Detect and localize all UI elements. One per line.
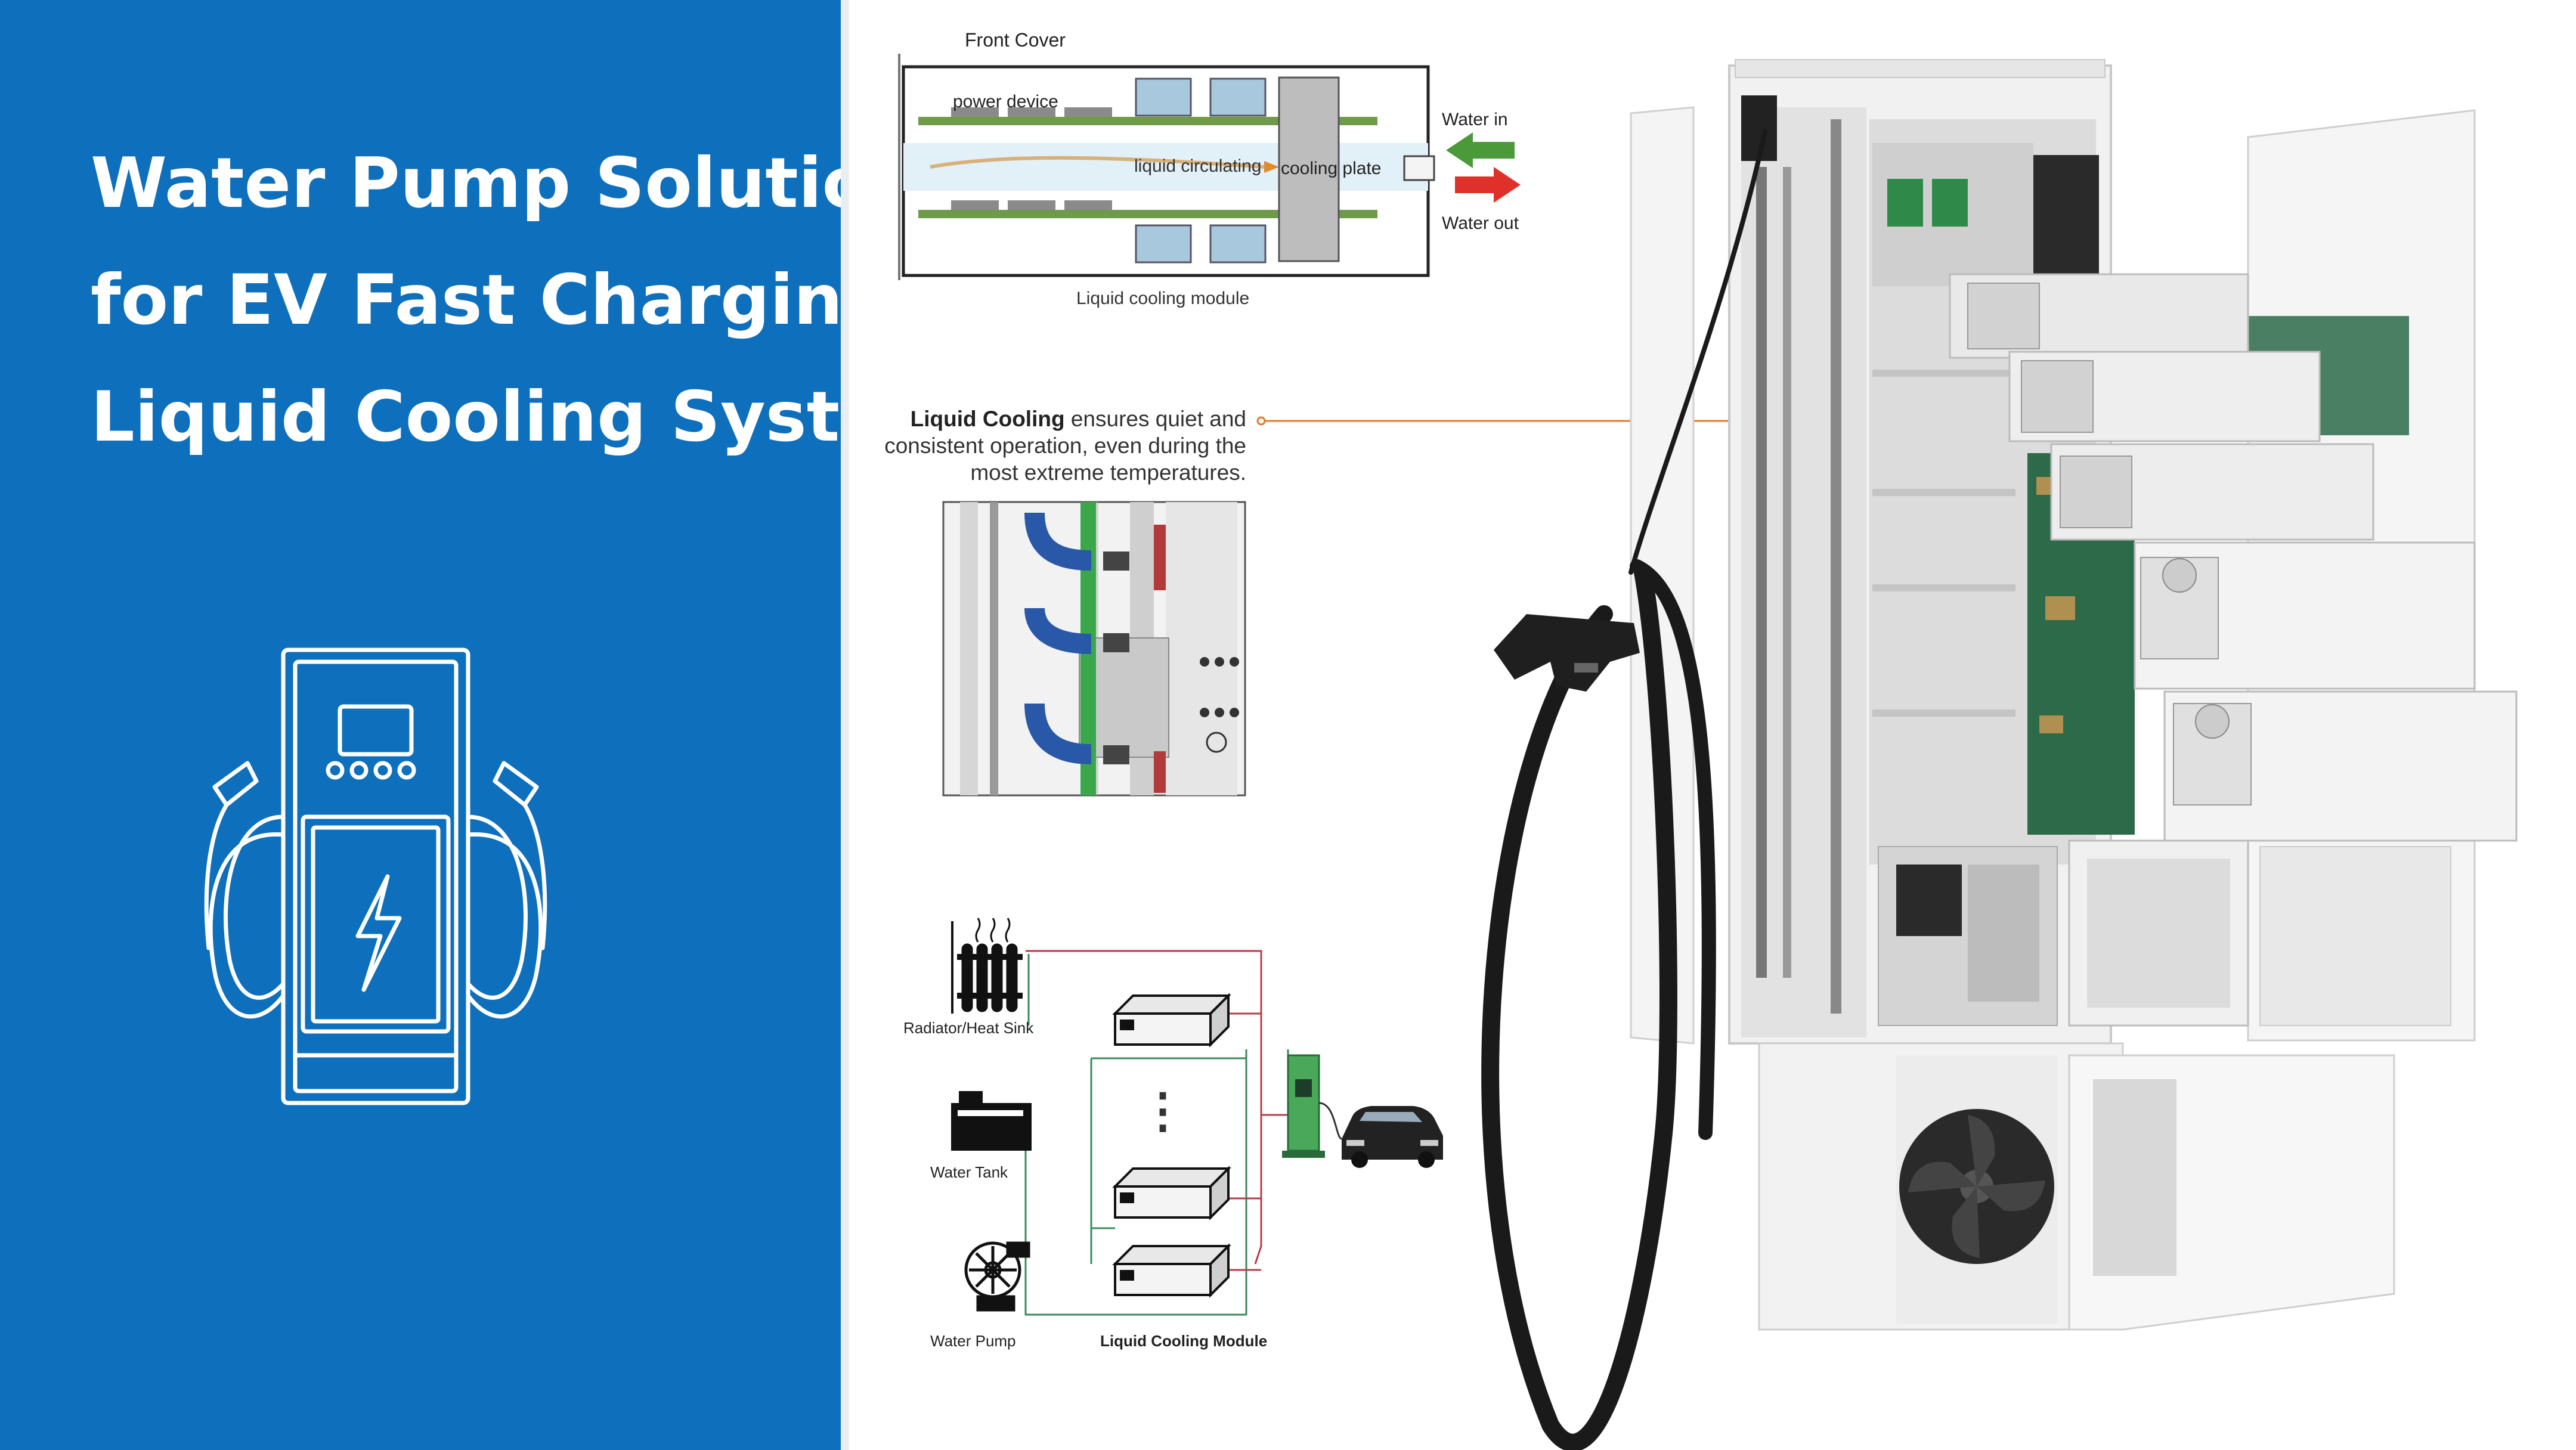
charging-gun-icon: [1494, 614, 1640, 692]
title-line-3: Liquid Cooling System: [91, 377, 959, 457]
power-device-label: power device: [953, 92, 1058, 111]
mini-charger-icon: [1282, 1054, 1342, 1158]
cooling-module-1: [1112, 993, 1231, 1048]
power-module-2: [2008, 351, 2321, 442]
pipe-detail-photo: [942, 501, 1246, 797]
liquid-circulating-label: liquid circulating: [1134, 156, 1261, 176]
module-ellipsis: ⋮: [1139, 1084, 1187, 1137]
charging-cabinet: [1630, 59, 2518, 1331]
charging-cable: [1481, 129, 1767, 1450]
charger-outline-icon: [204, 647, 547, 1105]
water-in-arrow: [1446, 132, 1515, 168]
power-module-3: [2050, 443, 2374, 541]
front-cover-label: Front Cover: [965, 29, 1066, 51]
cooling-module-3: [1112, 1243, 1231, 1298]
title-panel: Water Pump Solution for EV Fast Charging…: [0, 0, 959, 1450]
radiator-label: Radiator/Heat Sink: [903, 1019, 1034, 1037]
callout-bold: Liquid Cooling: [910, 407, 1065, 431]
page-title: Water Pump Solution for EV Fast Charging…: [91, 125, 959, 476]
water-in-label: Water in: [1442, 110, 1508, 129]
radiator-icon: [951, 918, 1023, 1014]
panel-divider: [841, 0, 849, 1450]
liquid-cooling-callout: Liquid Cooling ensures quiet and consist…: [871, 405, 1246, 486]
fan-icon: [1899, 1109, 2054, 1264]
water-pump-label: Water Pump: [930, 1332, 1016, 1350]
cooling-module-2: [1112, 1166, 1231, 1220]
callout-text: ensures quiet and consistent operation, …: [884, 407, 1246, 485]
cooling-module-label: Liquid Cooling Module: [1100, 1332, 1267, 1350]
car-icon: [1342, 1106, 1443, 1168]
system-diagram: [1024, 950, 1289, 1316]
cooling-plate-label: cooling plate: [1281, 159, 1381, 178]
pump-icon: [964, 1241, 1030, 1312]
lightning-bolt-icon: [355, 874, 402, 992]
water-tank-label: Water Tank: [930, 1163, 1008, 1181]
power-module-4: [2134, 541, 2476, 690]
water-out-label: Water out: [1442, 213, 1519, 233]
module-caption: Liquid cooling module: [1076, 289, 1249, 308]
cooling-module-diagram: Front Cover power device liquid circulat…: [898, 29, 1521, 308]
title-line-2: for EV Fast Charging: [91, 260, 893, 340]
title-line-1: Water Pump Solution: [91, 143, 919, 224]
water-tank-icon: [951, 1091, 1032, 1151]
water-out-arrow: [1455, 167, 1521, 203]
power-module-1: [1949, 273, 2249, 359]
power-module-5: [2163, 690, 2518, 842]
